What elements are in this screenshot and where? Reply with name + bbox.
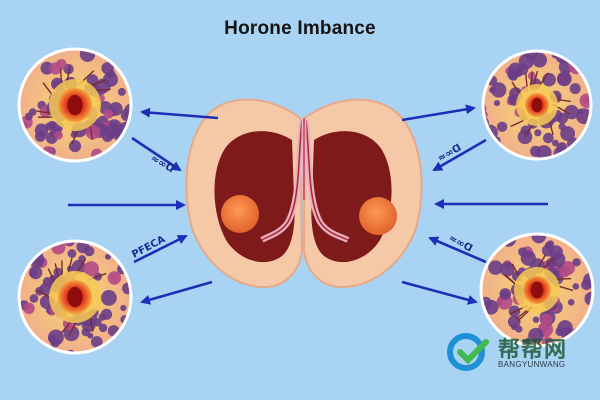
arrow-to-lower-left: [140, 280, 213, 305]
cell-lower-left: [17, 239, 133, 355]
arrow-lower-left-diag: [133, 234, 188, 264]
cell-upper-left: [17, 47, 133, 163]
arrow-to-upper-left: [140, 107, 219, 120]
watermark-logo-icon: [447, 333, 489, 371]
arrow-upper-right-diag: [432, 138, 487, 172]
arrow-to-upper-right: [401, 104, 476, 122]
watermark-english: BANGYUNWANG: [498, 360, 566, 369]
arrows: [68, 104, 548, 305]
arrow-upper-left-diag: [131, 136, 182, 172]
cell-upper-right: [481, 49, 593, 161]
nodule-left: [221, 195, 259, 233]
scribble-upper-left: ≈∞Ɑ: [149, 153, 176, 175]
watermark-chinese: 帮帮网: [498, 338, 568, 363]
watermark: 帮帮网 BANGYUNWANG: [446, 330, 586, 374]
diagram-title: Horone Imbance: [224, 18, 376, 39]
gland-organ: [185, 98, 423, 289]
arrow-to-lower-right: [401, 280, 478, 305]
nodule-right: [359, 197, 397, 235]
arrow-lower-right-diag: [428, 236, 487, 264]
